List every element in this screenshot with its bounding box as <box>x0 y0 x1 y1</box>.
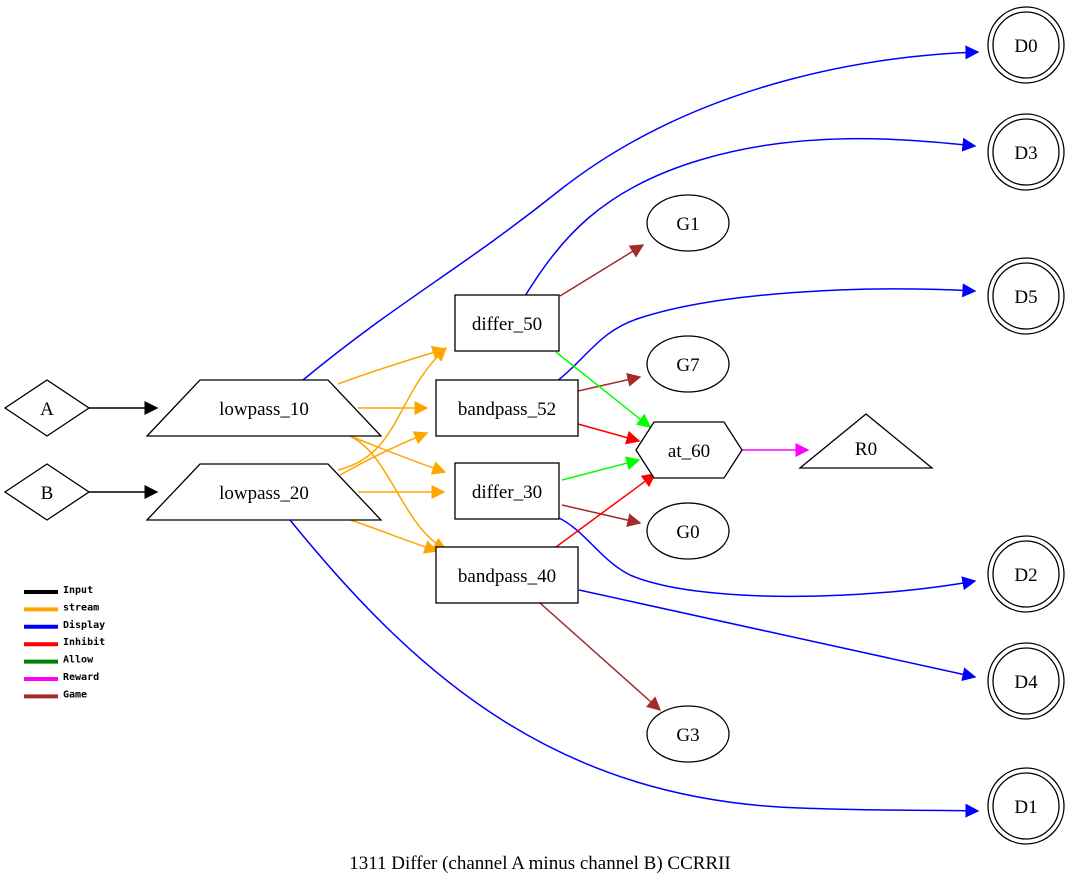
node-label: D3 <box>1014 143 1037 164</box>
node-D0[interactable]: D0 <box>987 6 1065 84</box>
node-label: G0 <box>676 522 699 543</box>
node-label: lowpass_10 <box>219 399 309 420</box>
node-label: at_60 <box>668 441 710 462</box>
node-label: G1 <box>676 214 699 235</box>
legend-item-input: Input <box>24 585 93 596</box>
legend-item-game: Game <box>24 689 87 700</box>
node-G7[interactable]: G7 <box>646 335 730 393</box>
node-label: D1 <box>1014 797 1037 818</box>
edge-lowpass-20-to-bandpass-40 <box>344 517 439 554</box>
node-label: bandpass_40 <box>458 566 556 587</box>
node-differ-50[interactable]: differ_50 <box>454 294 560 352</box>
edge-differ-50-to-G1 <box>559 244 645 297</box>
legend-item-stream: stream <box>24 602 99 613</box>
node-label: B <box>41 483 54 504</box>
legend-item-reward: Reward <box>24 672 99 683</box>
edge-differ-50-to-D3 <box>524 137 977 297</box>
legend-item-inhibit: Inhibit <box>24 636 105 648</box>
legend-label: Allow <box>63 655 94 666</box>
node-lowpass-10[interactable]: lowpass_10 <box>145 379 383 437</box>
legend-label: Reward <box>63 672 99 683</box>
node-differ-30[interactable]: differ_30 <box>454 462 560 520</box>
legend-label: Display <box>63 619 105 631</box>
node-D2[interactable]: D2 <box>987 535 1065 613</box>
node-label: D0 <box>1014 36 1037 57</box>
edge-bandpass-52-to-at-60 <box>577 423 641 445</box>
edge-differ-30-to-D2 <box>556 516 977 598</box>
node-G1[interactable]: G1 <box>646 194 730 252</box>
node-label: lowpass_20 <box>219 483 309 504</box>
node-label: D4 <box>1014 672 1038 693</box>
legend-label: Input <box>63 585 93 596</box>
edge-bandpass-52-to-G7 <box>577 372 642 392</box>
edge-bandpass-40-to-G3 <box>539 602 662 711</box>
edge-differ-50-to-at-60 <box>555 351 652 428</box>
node-label: G7 <box>676 355 699 376</box>
node-bandpass-40[interactable]: bandpass_40 <box>435 546 579 604</box>
node-G3[interactable]: G3 <box>646 705 730 763</box>
node-label: D2 <box>1014 565 1037 586</box>
edge-bandpass-52-to-D5 <box>556 283 977 382</box>
node-D3[interactable]: D3 <box>987 113 1065 191</box>
legend-label: stream <box>63 602 99 613</box>
edge-lowpass-20-to-D1 <box>289 519 980 818</box>
node-R0[interactable]: R0 <box>798 413 934 469</box>
edge-lowpass-20-to-bandpass-52 <box>339 431 429 476</box>
edge-differ-30-to-at-60 <box>561 456 641 481</box>
node-label: A <box>40 399 54 420</box>
node-label: D5 <box>1014 287 1037 308</box>
legend-item-display: Display <box>24 619 105 631</box>
edges-layer <box>89 45 980 818</box>
node-B[interactable]: B <box>3 463 91 521</box>
node-label: bandpass_52 <box>458 399 556 420</box>
diagram-caption: 1311 Differ (channel A minus channel B) … <box>349 853 731 874</box>
legend-label: Inhibit <box>63 636 105 648</box>
node-D5[interactable]: D5 <box>987 257 1065 335</box>
edge-lowpass-10-to-D0 <box>302 45 980 381</box>
edge-bandpass-40-to-at-60 <box>555 473 657 548</box>
node-lowpass-20[interactable]: lowpass_20 <box>145 463 383 521</box>
node-bandpass-52[interactable]: bandpass_52 <box>435 379 579 437</box>
edge-lowpass-10-to-bandpass-40 <box>344 433 448 551</box>
node-A[interactable]: A <box>3 379 91 437</box>
edge-bandpass-40-to-D4 <box>578 589 977 682</box>
node-D1[interactable]: D1 <box>987 767 1065 845</box>
edge-lowpass-10-to-differ-30 <box>344 433 447 475</box>
node-label: differ_30 <box>472 482 542 503</box>
node-at-60[interactable]: at_60 <box>635 421 743 479</box>
node-label: G3 <box>676 725 699 746</box>
node-D4[interactable]: D4 <box>987 642 1065 720</box>
legend-label: Game <box>63 689 87 700</box>
node-G0[interactable]: G0 <box>646 502 730 560</box>
node-label: differ_50 <box>472 314 542 335</box>
edge-lowpass-20-to-differ-50 <box>337 347 448 471</box>
legend-item-allow: Allow <box>24 655 94 666</box>
node-label: R0 <box>855 439 877 460</box>
